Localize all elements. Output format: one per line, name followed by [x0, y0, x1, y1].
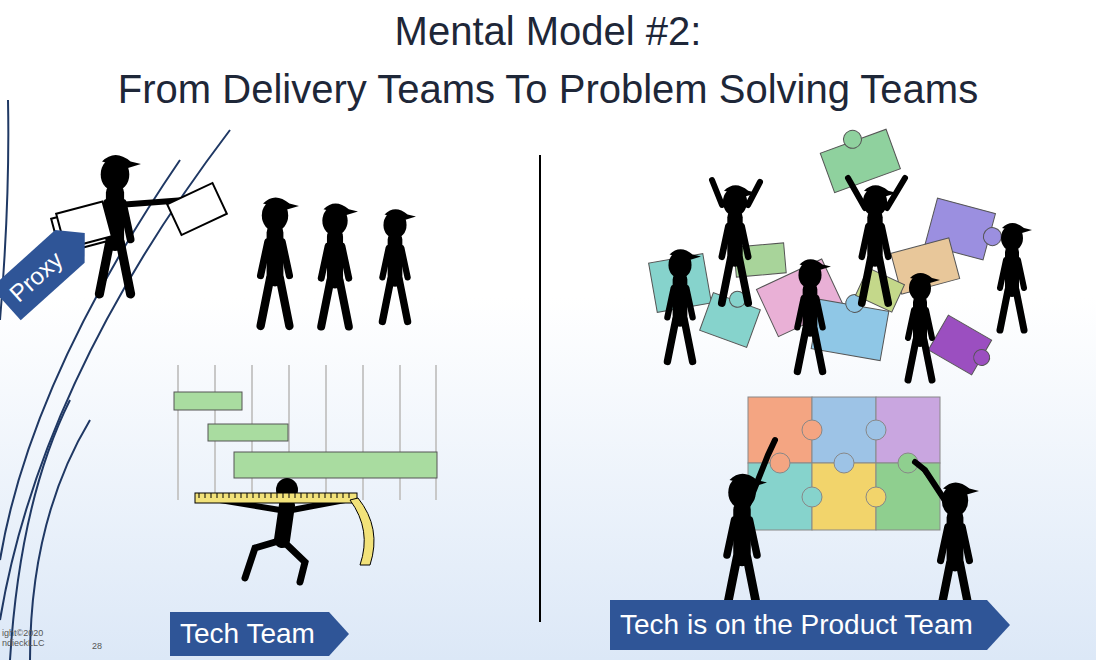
banner-text: Tech Team — [180, 618, 315, 650]
proxy-arrow: Proxy — [0, 217, 99, 321]
product-team-banner: Tech is on the Product Team — [610, 600, 1010, 650]
banner-text: Proxy — [4, 246, 68, 308]
slide-title: Mental Model #2: From Delivery Teams To … — [0, 2, 1096, 118]
copyright-note: ight©2020 ndieckLLC — [2, 628, 62, 648]
page-number: 28 — [92, 641, 122, 651]
banner-text: Tech is on the Product Team — [620, 609, 973, 641]
tech-team-banner: Tech Team — [170, 612, 349, 656]
